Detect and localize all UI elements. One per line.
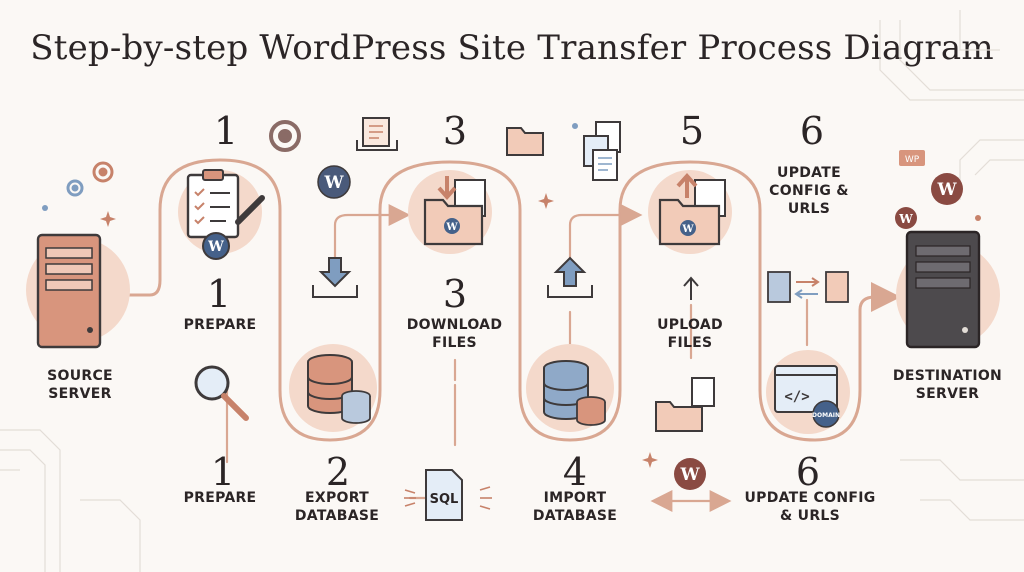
domain-text: DOMAIN — [812, 412, 840, 419]
step-number-top-5: 5 — [679, 109, 705, 153]
svg-text:W: W — [445, 222, 458, 233]
sql-file-icon — [425, 469, 463, 521]
step-number-mid-3: 3 — [442, 272, 468, 316]
sql-rays — [404, 486, 492, 510]
step-label-update-config-bottom: UPDATE CONFIG & URLS — [744, 490, 876, 524]
svg-text:</>: </> — [784, 389, 809, 405]
page-title: Step-by-step WordPress Site Transfer Pro… — [30, 28, 994, 68]
up-arrow-icon — [683, 276, 699, 300]
flow-path — [126, 158, 901, 442]
destination-server-label: DESTINATION SERVER — [892, 368, 1003, 402]
sparkle-icon — [100, 193, 658, 468]
circuit-decoration — [0, 10, 1024, 572]
step-number-bottom-4: 4 — [562, 450, 588, 494]
source-server-label: SOURCE SERVER — [47, 368, 113, 402]
transfer-arrows-icon — [767, 271, 849, 303]
step-label-update-config-top: UPDATE CONFIG & URLS — [769, 165, 849, 217]
download-arrow-icon — [312, 257, 358, 298]
svg-text:W: W — [681, 224, 694, 235]
step-number-top-6: 6 — [799, 109, 825, 153]
code-window-icon: </> — [766, 350, 850, 434]
gear-icon — [269, 120, 301, 152]
upload-folder-icon: W — [648, 170, 732, 254]
wordpress-icon: W — [931, 173, 963, 205]
folder-icon — [655, 377, 715, 432]
wp-tag-text: WP — [905, 155, 920, 165]
wordpress-icon: W — [674, 458, 706, 490]
step-number-bottom-2: 2 — [325, 450, 351, 494]
svg-text:W: W — [207, 239, 224, 255]
wp-tag-icon — [899, 150, 925, 166]
step-label-download-files: DOWNLOAD FILES — [406, 317, 503, 351]
database-icon — [526, 344, 614, 432]
gear-icon — [92, 161, 114, 183]
svg-text:W: W — [323, 173, 344, 193]
svg-text:W: W — [679, 465, 700, 485]
step-number-bottom-1: 1 — [210, 450, 236, 494]
wordpress-icon: W — [895, 207, 917, 229]
step-label-import-database: IMPORT DATABASE — [532, 490, 618, 524]
magnifier-icon — [194, 365, 249, 421]
clipboard-checklist-icon: W — [178, 169, 265, 260]
gear-icon — [66, 179, 84, 197]
step-number-top-1: 1 — [213, 109, 239, 153]
step-number-top-3: 3 — [442, 109, 468, 153]
step-label-upload-files: UPLOAD FILES — [657, 317, 723, 351]
folder-icon — [506, 127, 544, 156]
step-label-prepare-top: PREPARE — [183, 317, 257, 333]
wordpress-icon: W — [317, 165, 351, 199]
step-label-export-database: EXPORT DATABASE — [294, 490, 380, 524]
dot-decoration — [42, 123, 981, 221]
step-label-prepare-bottom: PREPARE — [183, 490, 257, 506]
svg-text:W: W — [898, 212, 913, 226]
download-folder-icon: W — [408, 170, 492, 254]
step-number-bottom-6: 6 — [795, 450, 821, 494]
document-icon — [356, 117, 398, 151]
server-icon — [26, 233, 130, 349]
svg-text:W: W — [936, 180, 957, 200]
step-number-mid-1: 1 — [206, 272, 232, 316]
destination-server-icon — [896, 230, 1000, 349]
document-icon — [583, 121, 621, 181]
database-icon — [289, 344, 377, 432]
upload-arrow-icon — [547, 256, 593, 298]
sql-label: SQL — [430, 492, 459, 507]
